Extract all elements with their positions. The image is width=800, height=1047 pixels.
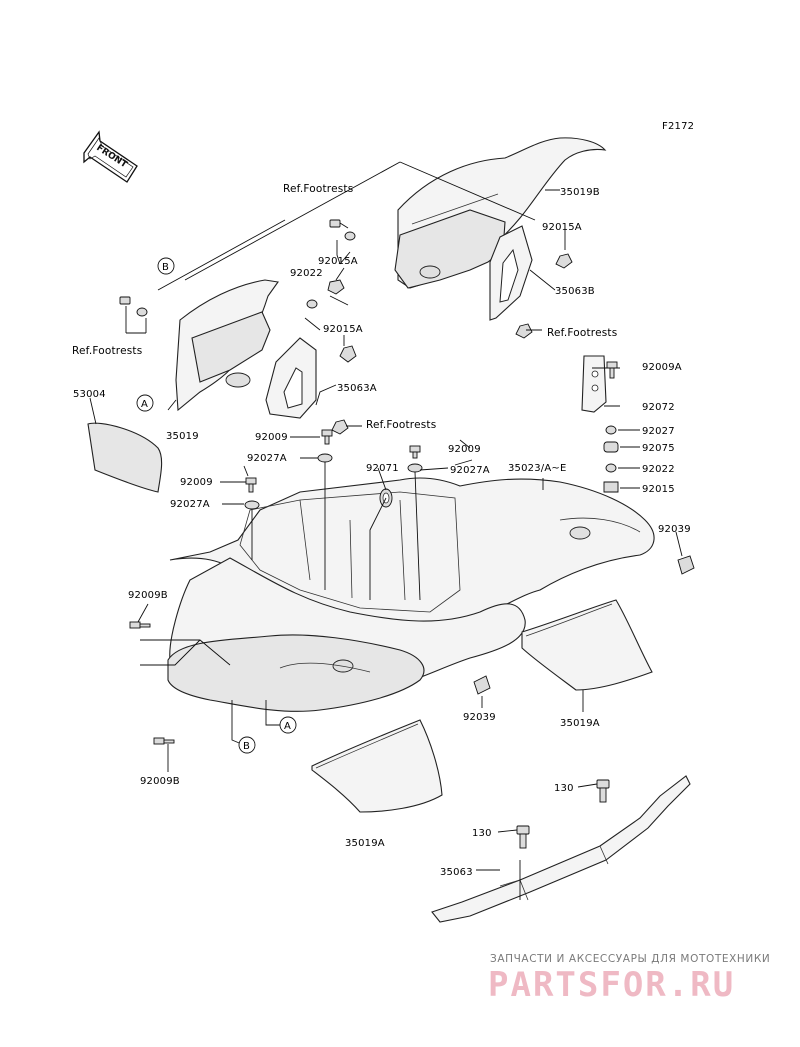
part-label-92039-middle: 92039 — [463, 712, 496, 723]
part-label-92009-left: 92009 — [180, 477, 213, 488]
screw-92009-right — [409, 445, 421, 459]
nut-ref-footrests-mid — [331, 419, 349, 435]
callout-b-bottom: B — [238, 736, 256, 754]
frame-brace-35063 — [431, 775, 691, 923]
part-label-35019A-bottom: 35019A — [345, 838, 385, 849]
washer-92022-middle — [306, 299, 318, 309]
part-label-92009B-top: 92009B — [128, 590, 168, 601]
part-label-92071: 92071 — [366, 463, 399, 474]
screw-92009-left — [245, 477, 257, 493]
part-label-35019B: 35019B — [560, 187, 600, 198]
mudguard-35019A-bottom — [311, 719, 443, 813]
nut-92015A-lower — [339, 345, 357, 363]
screw-92009-center — [321, 429, 333, 445]
part-label-92075: 92075 — [642, 443, 675, 454]
part-label-92022-right: 92022 — [642, 464, 675, 475]
part-label-92039-right: 92039 — [658, 524, 691, 535]
part-label-92027A-center: 92027A — [247, 453, 287, 464]
ref-footrests-label-top: Ref.Footrests — [283, 183, 353, 195]
bracket-35063A — [265, 337, 317, 419]
watermark-tagline: ЗАПЧАСТИ И АКСЕССУАРЫ ДЛЯ МОТОТЕХНИКИ — [490, 953, 770, 965]
part-label-53004: 53004 — [73, 389, 106, 400]
callout-a-top: A — [136, 394, 154, 412]
fender-35019 — [175, 279, 279, 412]
part-label-92009-center: 92009 — [255, 432, 288, 443]
washer-92022-right — [605, 463, 617, 473]
bolt-130-top — [596, 779, 610, 803]
bracket-92072 — [581, 355, 607, 413]
screw-92009B-top — [129, 621, 151, 629]
washer-92027 — [605, 425, 617, 435]
washer-92027A-left — [244, 500, 260, 510]
part-label-92027A-right: 92027A — [450, 465, 490, 476]
mudguard-35019A-right — [521, 599, 653, 691]
part-label-92015A-mid1: 92015A — [318, 256, 358, 267]
part-label-92072: 92072 — [642, 402, 675, 413]
part-label-35063A: 35063A — [337, 383, 377, 394]
ref-footrests-label-right: Ref.Footrests — [547, 327, 617, 339]
callout-b-top: B — [157, 257, 175, 275]
main-body-35023 — [167, 477, 655, 712]
part-label-92015A-right: 92015A — [542, 222, 582, 233]
ref-footrests-label-left: Ref.Footrests — [72, 345, 142, 357]
clip-92039-right — [677, 555, 695, 575]
washer-92027A-right — [407, 463, 423, 473]
washer-92027A-center — [317, 453, 333, 463]
part-label-92027A-left: 92027A — [170, 499, 210, 510]
screw-92009B-bottom — [153, 737, 175, 745]
callout-a-bottom: A — [279, 716, 297, 734]
part-label-92009-right: 92009 — [448, 444, 481, 455]
part-label-35063B: 35063B — [555, 286, 595, 297]
watermark-logo: PARTSFOR.RU — [488, 965, 735, 1005]
callout-b-top-label: B — [162, 262, 169, 273]
bolt-ref-footrests-left — [119, 296, 148, 317]
nut-ref-footrests-right — [515, 323, 533, 339]
callout-b-bottom-label: B — [243, 741, 250, 752]
callout-a-bottom-label: A — [284, 721, 291, 732]
part-label-92015: 92015 — [642, 484, 675, 495]
screw-92009A — [606, 361, 618, 379]
nut-92015A-right — [555, 253, 573, 269]
part-label-35019: 35019 — [166, 431, 199, 442]
part-label-35023: 35023/A~E — [508, 463, 567, 474]
mud-flap-53004 — [87, 422, 163, 493]
part-label-92015A-mid2: 92015A — [323, 324, 363, 335]
figure-code: F2172 — [662, 121, 694, 132]
ref-footrests-label-mid: Ref.Footrests — [366, 419, 436, 431]
bracket-35063B — [489, 225, 533, 321]
part-label-35063: 35063 — [440, 867, 473, 878]
bolt-130-bottom — [516, 825, 530, 849]
nut-92015A-upper — [327, 279, 345, 295]
grommet-92075 — [603, 441, 619, 453]
part-label-92009A: 92009A — [642, 362, 682, 373]
part-label-92009B-bottom: 92009B — [140, 776, 180, 787]
part-label-92022-mid: 92022 — [290, 268, 323, 279]
clip-92039-middle — [473, 675, 491, 695]
bolt-ref-footrests-top — [329, 219, 356, 241]
nut-92015 — [603, 481, 619, 493]
part-label-130-top: 130 — [554, 783, 574, 794]
part-label-130-bottom: 130 — [472, 828, 492, 839]
callout-a-top-label: A — [141, 399, 148, 410]
front-direction-arrow-icon: FRONT — [83, 130, 138, 183]
part-label-92027: 92027 — [642, 426, 675, 437]
fender-35019B — [394, 137, 607, 289]
part-label-35019A-right: 35019A — [560, 718, 600, 729]
